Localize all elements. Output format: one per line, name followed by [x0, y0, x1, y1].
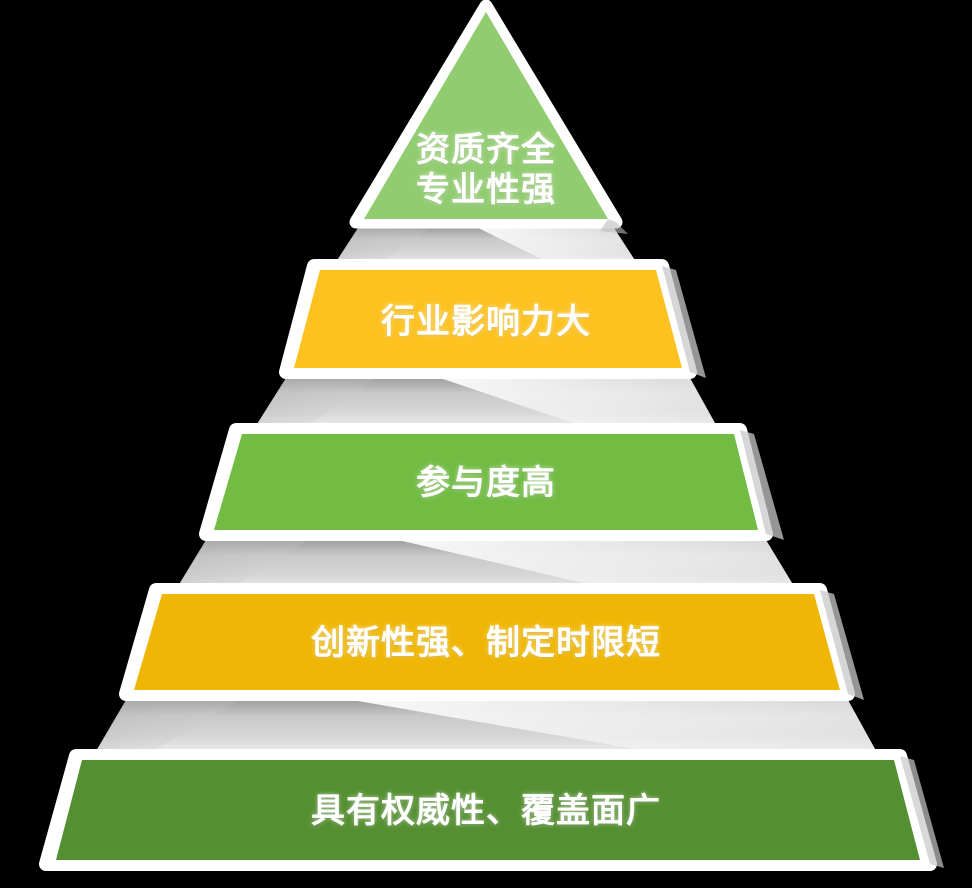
ledge-below-tier-4 — [92, 700, 880, 758]
ledge-below-tier-2 — [252, 378, 720, 432]
ledge-below-tier-3 — [172, 540, 800, 596]
tier-4-shape[interactable] — [119, 583, 864, 701]
tier-3-shape[interactable] — [199, 423, 784, 541]
ledge-below-tier-1 — [332, 228, 640, 268]
tier-1-shape[interactable] — [349, 0, 628, 234]
tier-5-shape[interactable] — [39, 749, 944, 871]
tier-2-shape[interactable] — [279, 259, 706, 379]
